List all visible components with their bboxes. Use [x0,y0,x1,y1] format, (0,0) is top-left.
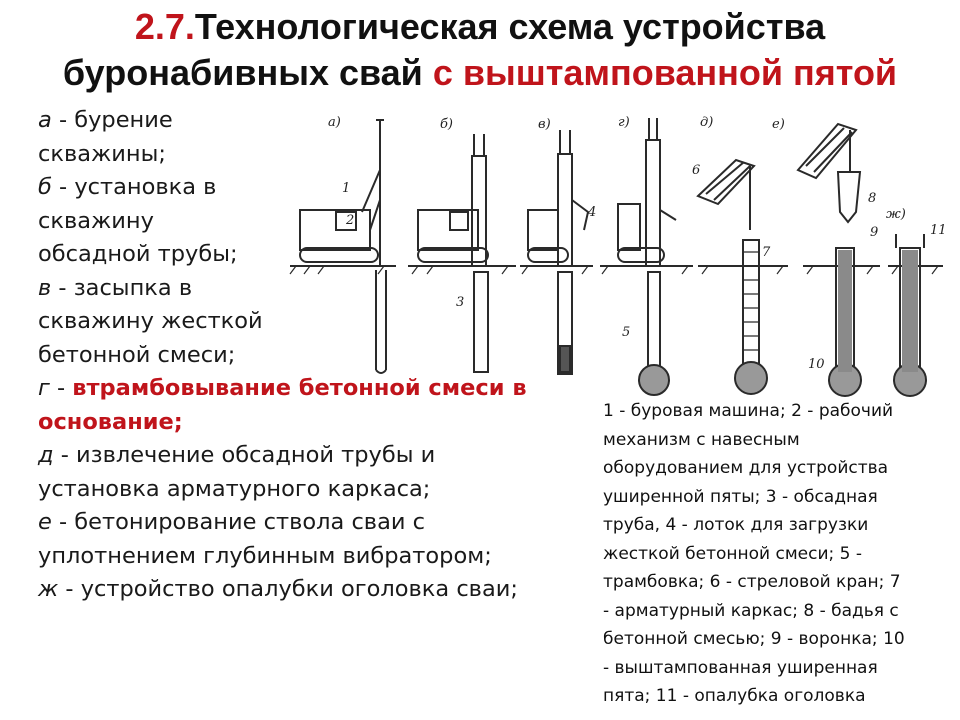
panel-label: г) [618,115,630,130]
callout-number: 6 [692,163,700,178]
step-text: - извлечение обсадной трубы и [53,442,436,468]
callout-number: 3 [456,295,464,310]
legend-line: труба, 4 - лоток для загрузки [603,515,869,535]
step-text: втрамбовывание бетонной смеси в [72,375,527,401]
legend-line: уширенной пяты; 3 - обсадная [603,486,878,507]
panel-label: в) [538,117,551,132]
step-text: - бурение [51,107,173,133]
title-line-1: 2.7.Технологическая схема устройства [0,4,960,50]
technology-scheme-figure: а) б) в) г) д) е) ж) 1 2 3 4 5 6 7 8 9 10 11 [289,115,947,397]
step-line: обсадной трубы; [38,238,598,272]
legend-line: жесткой бетонной смеси; 5 - [603,543,862,564]
title-line-2: буронабивных свай с выштампованной пятой [0,50,960,96]
legend-line: трамбовка; 6 - стреловой кран; 7 [603,572,901,592]
step-line: уплотнением глубинным вибратором; [38,540,598,574]
title-part-2: буронабивных свай [62,52,433,93]
step-text: уплотнением глубинным вибратором; [38,542,492,569]
step-text: - установка в [51,174,217,200]
legend-line: механизм с навесным [603,429,800,450]
title-part-1: Технологическая схема устройства [194,6,826,47]
step-line: г - втрамбовывание бетонной смеси в [38,372,598,406]
legend-line: - арматурный каркас; 8 - бадья с [603,600,899,621]
title-part-3: с выштампованной пятой [432,52,898,93]
callout-number: 10 [808,357,825,372]
step-line: бетонной смеси; [38,339,598,373]
step-text: бетонной смеси; [38,341,236,368]
panel-label: а) [328,115,341,130]
callout-number: 8 [868,191,876,206]
step-line: а - бурение [38,104,598,138]
step-text: основание; [38,408,183,435]
panel-label: д) [700,115,713,130]
step-line: скважины; [38,138,598,172]
panel-label: ж) [886,207,906,222]
step-letter: в [38,274,52,301]
legend-line: 1 - буровая машина; 2 - рабочий [603,401,894,421]
step-text: скважины; [38,140,166,167]
callout-number: 4 [587,205,596,220]
legend-line: пята; 11 - опалубка оголовка [603,686,866,706]
step-line: установка арматурного каркаса; [38,473,598,507]
step-line: скважину жесткой [38,305,598,339]
step-line: д - извлечение обсадной трубы и [38,439,598,473]
step-line: в - засыпка в [38,272,598,306]
step-text: - бетонирование ствола сваи с [51,509,426,535]
callout-number: 11 [930,223,947,238]
step-letter: б [38,174,52,200]
title-number: 2.7. [134,6,195,47]
step-line: скважину [38,205,598,239]
panel-label: е) [772,117,785,132]
legend-line: - выштампованная уширенная [603,657,878,678]
slide-title: 2.7.Технологическая схема устройства бур… [0,4,960,96]
step-line: основание; [38,406,598,440]
step-line: ж - устройство опалубки оголовка сваи; [38,573,598,607]
step-text: - устройство опалубки оголовка сваи; [58,576,518,602]
callout-number: 9 [870,225,878,240]
callout-number: 7 [762,245,771,260]
step-text: скважину [38,207,154,234]
legend-text: 1 - буровая машина; 2 - рабочий механизм … [603,397,943,711]
step-text: установка арматурного каркаса; [38,475,431,502]
step-line: е - бетонирование ствола сваи с [38,506,598,540]
step-text: скважину жесткой [38,308,263,334]
step-letter: а [38,107,52,133]
step-letter: г [38,375,50,401]
step-line: б - установка в [38,171,598,205]
step-text: обсадной трубы; [38,241,238,267]
legend-line: оборудованием для устройства [603,458,889,478]
step-letter: ж [38,576,59,602]
step-text: - засыпка в [51,274,193,301]
callout-number: 2 [345,213,354,228]
panel-label: б) [440,117,453,132]
step-separator: - [49,375,73,401]
step-letter: д [38,442,54,468]
legend-line: бетонной смесью; 9 - воронка; 10 [603,629,905,649]
step-letter: е [38,509,52,535]
callout-number: 1 [342,181,350,196]
callout-number: 5 [622,325,630,340]
